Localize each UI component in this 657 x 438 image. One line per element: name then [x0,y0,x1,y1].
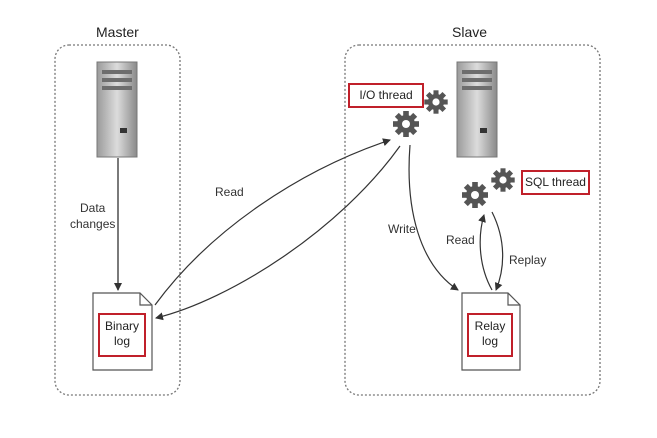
slave-panel [344,44,601,396]
replay-arrow [491,211,504,291]
slave-server-icon [456,61,498,158]
sql-thread-gears-icon [462,168,515,208]
binary-log-frame: Binary log [98,313,146,357]
io-thread-frame: I/O thread [348,83,424,108]
sql-read-arrow [478,214,493,291]
relay-log-line1: Relay [474,319,506,333]
sql-thread-frame: SQL thread [521,170,590,195]
master-title: Master [96,24,139,40]
read-request-arrow [154,138,391,306]
sql-thread-label: SQL thread [525,175,586,189]
master-server-icon [96,61,138,158]
write-arrow [408,144,459,291]
binary-log-line1: Binary [104,319,139,333]
master-panel [54,44,181,396]
relay-log-frame: Relay log [467,313,513,357]
data-changes-line1: Data [80,201,106,215]
io-thread-label: I/O thread [359,88,413,102]
write-label: Write [388,222,416,236]
read-label: Read [215,185,244,199]
replay-label: Replay [509,253,547,267]
data-changes-line2: changes [70,217,116,231]
relay-log-line2: log [481,334,498,348]
sql-read-label: Read [446,233,475,247]
binary-log-label: Binary log [100,319,144,349]
relay-log-label: Relay log [469,319,511,349]
binary-log-line2: log [113,334,130,348]
data-changes-label: Data changes [70,200,115,232]
slave-title: Slave [452,24,488,40]
read-response-arrow [155,145,401,321]
